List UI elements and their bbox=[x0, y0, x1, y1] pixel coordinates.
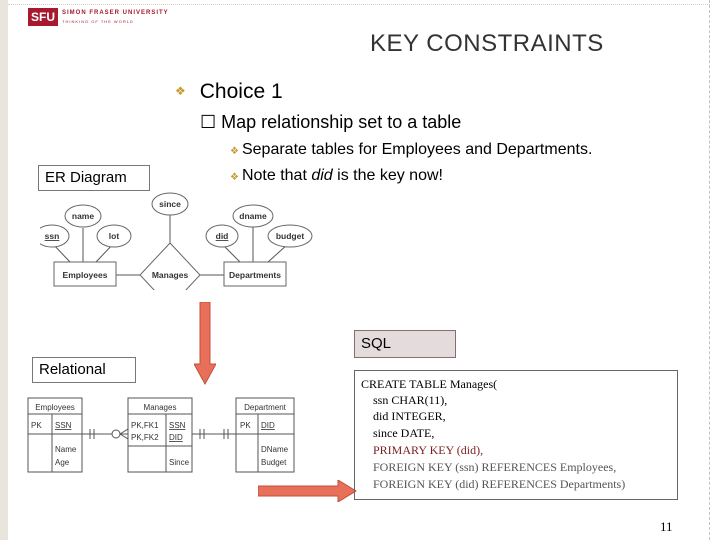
sql-label: SQL bbox=[354, 330, 456, 358]
bullet-level2: ☐ Map relationship set to a table bbox=[200, 112, 461, 133]
left-border-decoration bbox=[0, 0, 8, 540]
entity-employees-text: Employees bbox=[63, 270, 108, 280]
er-diagram-label: ER Diagram bbox=[38, 165, 150, 191]
bullet-level3-b-suffix: is the key now! bbox=[332, 167, 443, 184]
bullet-level3-b-emphasis: did bbox=[311, 167, 333, 184]
entity-departments bbox=[223, 261, 287, 287]
right-border-decoration bbox=[709, 0, 720, 540]
table-manages-key-1: PK,FK2 bbox=[131, 433, 159, 442]
sql-line-foreign-key-did: FOREIGN KEY (did) REFERENCES Departments… bbox=[373, 477, 626, 491]
sql-line-ssn: ssn CHAR(11), bbox=[373, 393, 448, 407]
sql-line-create: CREATE TABLE Manages( bbox=[361, 377, 498, 391]
attr-did-text: did bbox=[216, 231, 229, 241]
table-employees-col-1: Name bbox=[55, 445, 77, 454]
attribute-since bbox=[151, 192, 189, 216]
checkbox-bullet-icon: ☐ bbox=[200, 112, 217, 132]
bullet-level1: ❖ Choice 1 bbox=[175, 80, 283, 104]
table-employees-col-2: Age bbox=[55, 458, 70, 467]
table-department-col-2: Budget bbox=[261, 458, 287, 467]
table-manages bbox=[127, 397, 193, 473]
bullet-icon: ❖ bbox=[175, 84, 186, 98]
attribute-did bbox=[205, 224, 239, 248]
right-arrow bbox=[258, 480, 357, 502]
table-manages-col-2: Since bbox=[169, 458, 190, 467]
attr-dname-text: dname bbox=[239, 211, 267, 221]
sql-line-primary-key: PRIMARY KEY (did), bbox=[373, 443, 484, 457]
bullet-level3-a-text: Separate tables for Employees and Depart… bbox=[241, 141, 593, 158]
table-manages-col-0: SSN bbox=[169, 421, 186, 430]
bullet-icon: ❖ bbox=[230, 172, 239, 183]
relationship-manages-text: Manages bbox=[152, 270, 189, 280]
relationship-manages bbox=[139, 242, 201, 290]
table-employees-key-0: PK bbox=[31, 421, 42, 430]
entity-departments-text: Departments bbox=[229, 270, 281, 280]
attribute-name bbox=[64, 204, 102, 228]
attr-name-text: name bbox=[72, 211, 94, 221]
table-employees bbox=[27, 397, 83, 473]
table-manages-key-0: PK,FK1 bbox=[131, 421, 159, 430]
attr-budget-text: budget bbox=[276, 231, 304, 241]
attribute-dname bbox=[232, 204, 274, 228]
down-arrow bbox=[194, 302, 216, 386]
sql-line-did: did INTEGER, bbox=[373, 409, 446, 423]
table-department-col-1: DName bbox=[261, 445, 289, 454]
attribute-budget bbox=[267, 224, 313, 248]
attribute-lot bbox=[96, 224, 132, 248]
table-department-title: Department bbox=[244, 403, 287, 412]
sql-line-since: since DATE, bbox=[373, 426, 435, 440]
bullet-level3-b: ❖Note that did is the key now! bbox=[230, 167, 443, 185]
relational-diagram: Employees PK SSN Name Age Manages PK,FK1… bbox=[27, 397, 295, 473]
page-number: 11 bbox=[660, 519, 673, 534]
top-border-decoration bbox=[8, 0, 710, 5]
attr-ssn-text: ssn bbox=[45, 231, 60, 241]
relational-label: Relational bbox=[32, 357, 136, 383]
table-manages-col-1: DID bbox=[169, 433, 183, 442]
bullet-level3-b-prefix: Note that bbox=[241, 167, 312, 184]
sfu-logo: SFU bbox=[28, 8, 58, 26]
er-diagram: name ssn lot since dname did budget Empl… bbox=[40, 192, 313, 290]
table-department bbox=[235, 397, 295, 473]
attr-since-text: since bbox=[159, 199, 181, 209]
university-name: SIMON FRASER UNIVERSITY bbox=[62, 10, 169, 16]
bullet-icon: ❖ bbox=[230, 146, 239, 157]
bullet-level3-a: ❖Separate tables for Employees and Depar… bbox=[230, 141, 592, 159]
table-employees-title: Employees bbox=[35, 403, 75, 412]
attribute-ssn bbox=[40, 224, 70, 248]
sql-code-box: CREATE TABLE Manages( ssn CHAR(11), did … bbox=[354, 370, 678, 500]
university-tagline: THINKING OF THE WORLD bbox=[62, 19, 134, 24]
entity-employees bbox=[53, 261, 117, 287]
table-employees-col-0: SSN bbox=[55, 421, 72, 430]
table-department-col-0: DID bbox=[261, 421, 275, 430]
bullet-level2-text: Map relationship set to a table bbox=[221, 112, 462, 132]
attr-lot-text: lot bbox=[109, 231, 120, 241]
table-department-key-0: PK bbox=[240, 421, 251, 430]
sql-line-foreign-key-ssn: FOREIGN KEY (ssn) REFERENCES Employees, bbox=[373, 460, 617, 474]
slide-title: KEY CONSTRAINTS bbox=[370, 30, 604, 57]
bullet-level1-text: Choice 1 bbox=[199, 80, 283, 103]
table-manages-title: Manages bbox=[144, 403, 177, 412]
